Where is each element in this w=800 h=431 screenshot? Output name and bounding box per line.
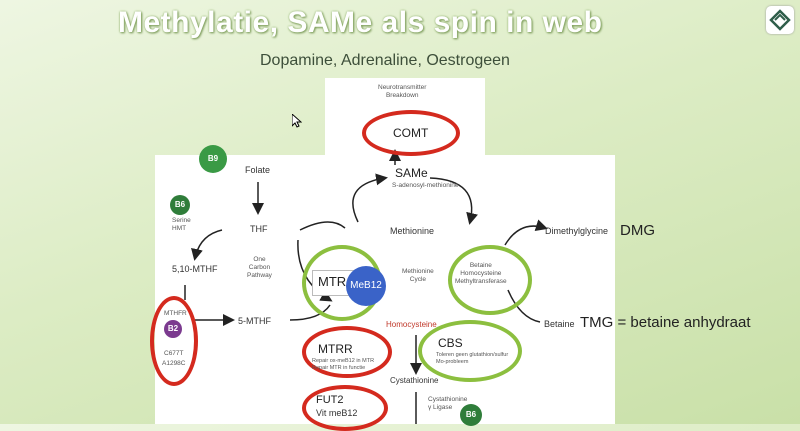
a1298c-label: A1298C — [162, 360, 186, 367]
mtrr-label: MTRR — [318, 342, 353, 356]
tmg-label: TMG = betaine anhydraat — [580, 314, 751, 331]
mtrr-note: Repair ox-meB12 in MTR Repair MTR in fun… — [312, 358, 375, 371]
folate-label: Folate — [245, 165, 271, 175]
app-logo-icon[interactable] — [766, 6, 794, 34]
cbs-label: CBS — [438, 336, 463, 350]
methionine-label: Methionine — [390, 226, 435, 236]
same-full-label: S-adenosyl-methionine — [392, 182, 459, 189]
thf-label: THF — [250, 224, 268, 234]
mthfr-label: MTHFR — [164, 310, 187, 317]
mtr-label: MTR — [318, 274, 347, 289]
bhmt-label: Betaine Homocysteine Methyltransferase — [455, 262, 507, 285]
b9-badge: B9 — [199, 145, 227, 173]
mthfr-red-ring — [150, 296, 198, 386]
one-carbon-label: One Carbon Pathway — [247, 256, 272, 279]
slide-title: Methylatie, SAMe als spin in web — [118, 6, 603, 39]
comt-label: COMT — [393, 126, 429, 140]
cbs-note: Toleren geen glutathion/sulfur Mo-proble… — [436, 352, 509, 365]
vit-meb12-label: Vit meB12 — [316, 408, 358, 418]
cystathionine-label: Cystathionine — [390, 376, 439, 385]
b6-bottom-badge: B6 — [460, 404, 482, 426]
neurotransmitter-breakdown-label: Neurotransmitter Breakdown — [378, 84, 427, 99]
c677t-label: C677T — [164, 350, 184, 357]
mouse-cursor-icon — [291, 112, 303, 133]
bhmt-green-ring — [448, 245, 532, 315]
same-label: SAMe — [395, 166, 428, 180]
b2-badge: B2 — [164, 320, 182, 338]
mthf5-label: 5-MTHF — [238, 316, 271, 326]
serine-hmt-label: Serine HMT — [172, 217, 191, 232]
betaine-label: Betaine — [544, 319, 575, 329]
mthf510-label: 5,10-MTHF — [172, 264, 218, 274]
cbs-green-ring — [418, 320, 522, 382]
methionine-cycle-label: Methionine Cycle — [402, 268, 434, 283]
dimethylglycine-label: Dimethylglycine — [545, 226, 609, 236]
cystathionine-ligase-label: Cystathionine γ Ligase — [428, 396, 468, 411]
dmg-label: DMG — [620, 222, 655, 239]
fut2-label: FUT2 — [316, 394, 344, 406]
b6-badge: B6 — [170, 195, 190, 215]
comt-red-ring — [362, 110, 460, 156]
slide-subtitle: Dopamine, Adrenaline, Oestrogeen — [260, 52, 510, 69]
meb12-badge: MeB12 — [346, 266, 386, 306]
homocysteine-label: Homocysteine — [386, 320, 437, 329]
mtrr-red-ring — [302, 326, 392, 378]
